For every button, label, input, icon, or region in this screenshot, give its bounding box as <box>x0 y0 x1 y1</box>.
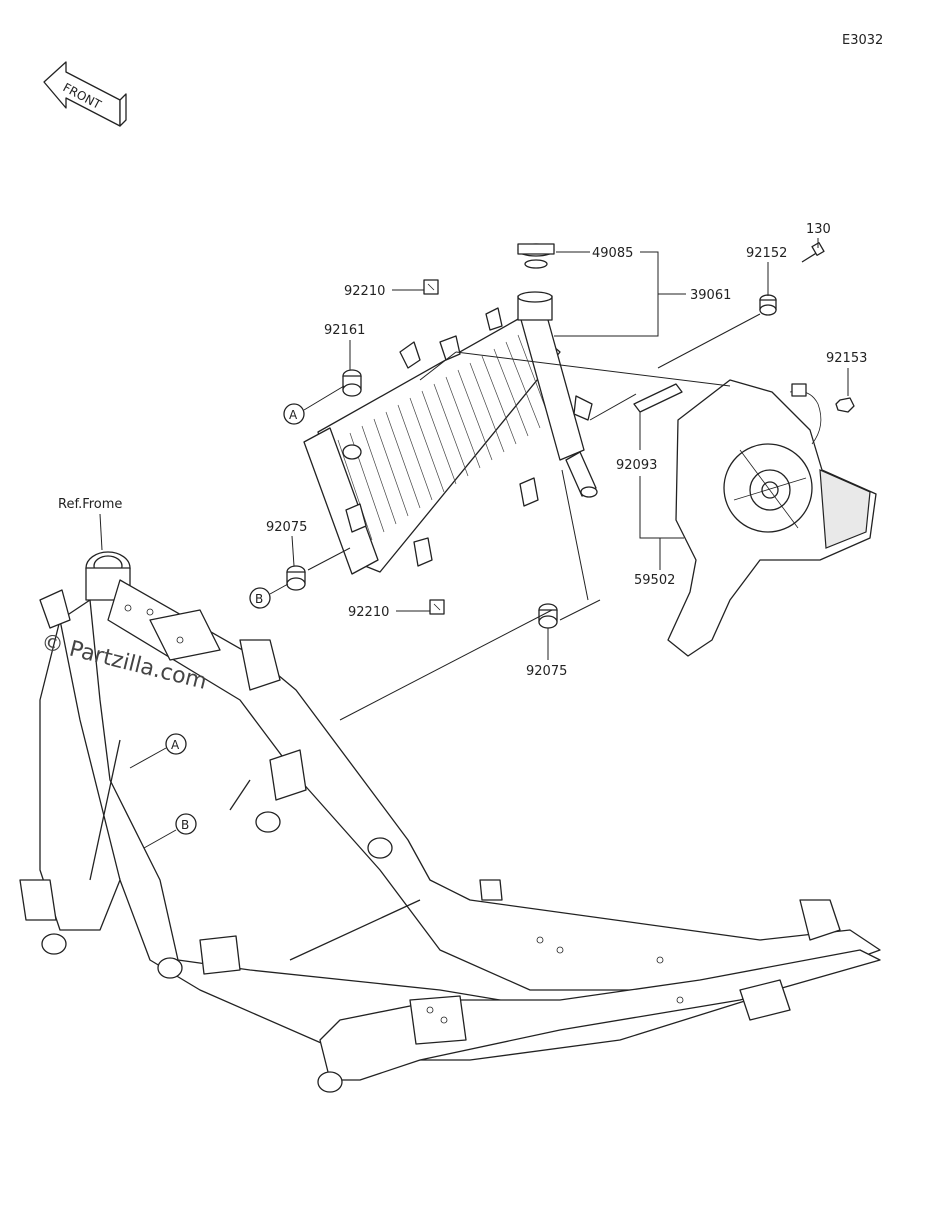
callout-92152: 92152 <box>746 246 787 261</box>
marker-a-radiator-label: A <box>289 408 298 422</box>
ref-frame-label: Ref.Frome <box>58 497 122 512</box>
marker-b-radiator-label: B <box>255 592 263 606</box>
fan-shroud <box>667 379 877 657</box>
callout-92075-left: 92075 <box>266 520 307 535</box>
leader-grommet-to-frame <box>339 609 553 721</box>
radiator-cap <box>517 243 555 269</box>
marker-a-frame: A <box>129 733 187 769</box>
marker-a-frame-label: A <box>171 738 180 752</box>
callout-92093: 92093 <box>616 458 657 473</box>
marker-a-radiator: A <box>283 385 345 425</box>
clip-92210-top <box>423 279 439 295</box>
callout-49085: 49085 <box>592 246 633 261</box>
leader-92093-to-radiator <box>589 393 637 421</box>
collar-92152 <box>759 294 777 316</box>
bolt-130 <box>801 242 825 263</box>
pad-92093 <box>633 383 683 413</box>
radiator <box>303 291 598 575</box>
callout-92210-bottom: 92210 <box>348 605 389 620</box>
diagram-code: E3032 <box>842 33 883 48</box>
leader-tab <box>419 351 457 381</box>
leader-59502-bracket <box>639 476 684 539</box>
grommet-92161 <box>342 369 362 397</box>
leader-radiator-to-shroud <box>455 351 731 387</box>
marker-b-frame-label: B <box>181 818 189 832</box>
leader-92152-to-shroud <box>657 313 761 369</box>
leader-ref-frame <box>99 513 103 551</box>
callout-59502: 59502 <box>634 573 675 588</box>
leader-pipe-to-grommet <box>561 469 589 601</box>
callout-39061: 39061 <box>690 288 731 303</box>
grommet-92075-left <box>286 565 306 591</box>
callout-92075-right: 92075 <box>526 664 567 679</box>
nut-92153 <box>835 397 855 413</box>
leader-grommet-right <box>559 599 601 621</box>
leader-39061-bracket <box>554 251 659 337</box>
callout-92161: 92161 <box>324 323 365 338</box>
frame <box>19 551 881 1093</box>
callout-92153: 92153 <box>826 351 867 366</box>
marker-b-radiator: B <box>249 583 289 609</box>
callout-130: 130 <box>806 222 831 237</box>
callout-92210-top: 92210 <box>344 284 385 299</box>
clip-92210-bottom <box>429 599 445 615</box>
marker-b-frame: B <box>143 813 197 849</box>
grommet-92075-right <box>538 603 558 629</box>
leader-92075-left <box>291 535 295 567</box>
leader-b-grommet <box>307 547 351 571</box>
front-direction-arrow: FRONT <box>43 61 127 127</box>
